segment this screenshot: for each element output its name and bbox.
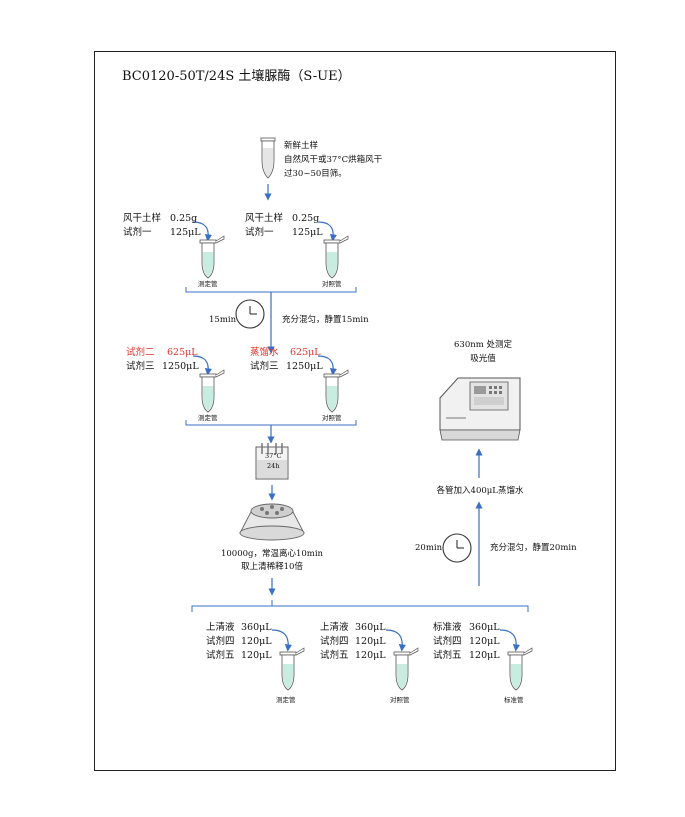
- step2-right-reagent2: 试剂三: [250, 361, 279, 372]
- step3-c-row1-val: 360μL: [469, 622, 500, 633]
- step2-right-amount2: 1250μL: [286, 361, 323, 372]
- step3-c-row1-name: 标准液: [433, 622, 462, 633]
- centrifuge-icon: [239, 503, 305, 541]
- clock-icon-2: [442, 533, 472, 563]
- step3-c-row3-val: 120μL: [469, 650, 500, 661]
- sample-line1: 新鲜土样: [284, 141, 319, 151]
- step3-c-tube-label: 标准管: [504, 696, 524, 704]
- step2-right-amount1: 625μL: [290, 347, 321, 358]
- step3-b-row2-name: 试剂四: [320, 636, 349, 647]
- step3-measure-tube: [279, 647, 305, 691]
- step3-c-row3-name: 试剂五: [433, 650, 462, 661]
- step3-b-row3-name: 试剂五: [320, 650, 349, 661]
- protocol-title: BC0120-50T/24S 土壤脲酶（S-UE）: [122, 69, 351, 84]
- step3-b-row1-name: 上清液: [320, 622, 349, 633]
- step2-control-tube: [323, 369, 349, 413]
- step3-a-row2-val: 120μL: [241, 636, 272, 647]
- step1-left-tube-label: 测定管: [198, 280, 218, 288]
- step3-b-row2-val: 120μL: [355, 636, 386, 647]
- wait2-text: 充分混匀，静置20min: [490, 543, 577, 553]
- step3-b-row1-val: 360μL: [355, 622, 386, 633]
- step3-a-row1-name: 上清液: [206, 622, 235, 633]
- step3-a-row3-val: 120μL: [241, 650, 272, 661]
- centrifuge-line1: 10000g，常温离心10min: [220, 549, 324, 559]
- clock-icon-1: [235, 299, 265, 329]
- wait2-time: 20min: [415, 543, 443, 553]
- bath-temp: 37°C: [265, 452, 282, 460]
- step2-left-amount1: 625μL: [167, 347, 198, 358]
- wait1-text: 充分混匀，静置15min: [282, 315, 369, 325]
- step1-right-amount1: 0.25g: [292, 213, 320, 224]
- sample-line3: 过30~50目筛。: [284, 169, 347, 179]
- step1-left-reagent2: 试剂一: [123, 227, 152, 238]
- plate-reader-icon: [439, 377, 521, 441]
- step2-right-reagent1: 蒸馏水: [250, 347, 279, 358]
- step2-left-reagent1: 试剂二: [126, 347, 155, 358]
- protocol-frame: [94, 51, 616, 771]
- step1-left-amount2: 125μL: [170, 227, 201, 238]
- step3-b-tube-label: 对照管: [390, 696, 410, 704]
- step2-left-amount2: 1250μL: [162, 361, 199, 372]
- step1-right-reagent2: 试剂一: [245, 227, 274, 238]
- step1-control-tube: [323, 235, 349, 279]
- step1-measure-tube: [199, 235, 225, 279]
- step3-c-row2-val: 120μL: [469, 636, 500, 647]
- wait1-time: 15min: [209, 315, 237, 325]
- step3-a-row3-name: 试剂五: [206, 650, 235, 661]
- step1-left-amount1: 0.25g: [170, 213, 198, 224]
- step1-right-reagent1: 风干土样: [245, 213, 284, 224]
- bath-time: 24h: [267, 462, 280, 470]
- step3-a-row2-name: 试剂四: [206, 636, 235, 647]
- step3-b-row3-val: 120μL: [355, 650, 386, 661]
- sample-line2: 自然风干或37°C烘箱风干: [284, 155, 383, 165]
- measure-line1: 630nm 处测定: [454, 340, 512, 350]
- measure-line2: 吸光值: [470, 354, 496, 364]
- add-water-text: 各管加入400μL蒸馏水: [436, 486, 524, 496]
- centrifuge-line2: 取上清稀释10倍: [241, 562, 303, 572]
- water-bath-icon: [255, 443, 289, 480]
- sample-tube: [260, 137, 276, 179]
- step1-left-reagent1: 风干土样: [123, 213, 162, 224]
- step2-right-tube-label: 对照管: [322, 414, 342, 422]
- step3-a-row1-val: 360μL: [241, 622, 272, 633]
- step3-control-tube: [393, 647, 419, 691]
- step2-left-reagent2: 试剂三: [126, 361, 155, 372]
- step1-right-amount2: 125μL: [292, 227, 323, 238]
- step2-left-tube-label: 测定管: [198, 414, 218, 422]
- step1-right-tube-label: 对照管: [322, 280, 342, 288]
- step3-c-row2-name: 试剂四: [433, 636, 462, 647]
- step3-a-tube-label: 测定管: [276, 696, 296, 704]
- step2-measure-tube: [199, 369, 225, 413]
- step3-standard-tube: [507, 647, 533, 691]
